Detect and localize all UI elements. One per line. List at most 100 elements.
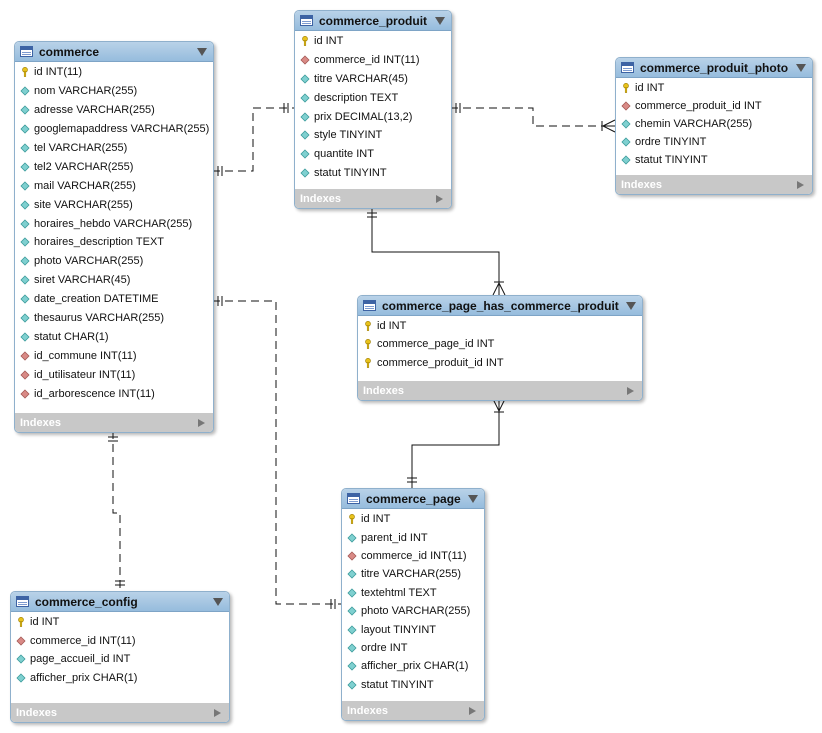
- column-diamond-icon: [347, 680, 357, 690]
- table-column[interactable]: photo VARCHAR(255): [15, 252, 213, 271]
- table-column[interactable]: statut TINYINT: [342, 676, 484, 694]
- table-header[interactable]: commerce_produit_photo: [616, 58, 812, 78]
- table-column[interactable]: statut TINYINT: [295, 164, 451, 183]
- table-column[interactable]: id INT: [616, 79, 812, 97]
- table-column[interactable]: id INT: [11, 613, 229, 632]
- table-column[interactable]: titre VARCHAR(45): [295, 70, 451, 89]
- table-column[interactable]: layout TINYINT: [342, 620, 484, 638]
- table-column[interactable]: nom VARCHAR(255): [15, 82, 213, 101]
- table-column[interactable]: site VARCHAR(255): [15, 195, 213, 214]
- primary-key-icon: [22, 67, 28, 78]
- column-label: description TEXT: [314, 91, 399, 104]
- table-column[interactable]: page_accueil_id INT: [11, 650, 229, 669]
- cardinality-one-marker: [455, 103, 461, 113]
- indexes-footer[interactable]: Indexes: [11, 703, 229, 722]
- collapse-arrow-icon[interactable]: [197, 47, 207, 56]
- expand-arrow-icon[interactable]: [469, 706, 476, 715]
- table-column[interactable]: prix DECIMAL(13,2): [295, 107, 451, 126]
- column-label: page_accueil_id INT: [30, 653, 131, 666]
- table-commerce[interactable]: commerce id INT(11)nom VARCHAR(255)adress…: [14, 41, 214, 433]
- table-column[interactable]: id INT(11): [15, 63, 213, 82]
- indexes-footer[interactable]: Indexes: [342, 701, 484, 720]
- expand-arrow-icon[interactable]: [436, 194, 443, 203]
- table-icon: [20, 46, 33, 57]
- table-column[interactable]: commerce_produit_id INT: [616, 97, 812, 115]
- table-column[interactable]: horaires_description TEXT: [15, 233, 213, 252]
- table-column[interactable]: commerce_page_id INT: [358, 335, 642, 353]
- column-label: parent_id INT: [361, 531, 428, 544]
- relationship-line: [450, 107, 615, 127]
- table-column[interactable]: tel VARCHAR(255): [15, 139, 213, 158]
- table-column[interactable]: description TEXT: [295, 88, 451, 107]
- indexes-label: Indexes: [300, 192, 341, 205]
- table-column[interactable]: titre VARCHAR(255): [342, 565, 484, 583]
- table-column[interactable]: parent_id INT: [342, 528, 484, 546]
- table-title: commerce: [39, 44, 100, 59]
- table-header[interactable]: commerce_config: [11, 592, 229, 612]
- table-column[interactable]: chemin VARCHAR(255): [616, 115, 812, 133]
- table-column[interactable]: id_arborescence INT(11): [15, 384, 213, 403]
- relationship-commerce-to-commerce-config[interactable]: [108, 431, 125, 591]
- table-column[interactable]: quantite INT: [295, 145, 451, 164]
- column-label: id_commune INT(11): [34, 349, 137, 362]
- foreign-key-diamond-icon: [347, 551, 357, 561]
- collapse-arrow-icon[interactable]: [468, 494, 478, 503]
- indexes-footer[interactable]: Indexes: [295, 189, 451, 208]
- table-column[interactable]: statut TINYINT: [616, 151, 812, 169]
- table-column[interactable]: textehtml TEXT: [342, 584, 484, 602]
- relationship-commerce-page-to-commerce-page-has-commerce-produit[interactable]: [407, 398, 506, 488]
- table-column[interactable]: afficher_prix CHAR(1): [11, 669, 229, 688]
- table-column[interactable]: afficher_prix CHAR(1): [342, 657, 484, 675]
- indexes-label: Indexes: [347, 704, 388, 717]
- table-column[interactable]: ordre INT: [342, 639, 484, 657]
- table-column[interactable]: id_commune INT(11): [15, 346, 213, 365]
- expand-arrow-icon[interactable]: [214, 708, 221, 717]
- collapse-arrow-icon[interactable]: [626, 301, 636, 310]
- table-column[interactable]: googlemapaddress VARCHAR(255): [15, 120, 213, 139]
- table-header[interactable]: commerce_page_has_commerce_produit: [358, 296, 642, 316]
- indexes-footer[interactable]: Indexes: [358, 381, 642, 400]
- collapse-arrow-icon[interactable]: [796, 63, 806, 72]
- table-column[interactable]: adresse VARCHAR(255): [15, 101, 213, 120]
- table-column[interactable]: id INT: [295, 32, 451, 51]
- table-column[interactable]: id INT: [342, 510, 484, 528]
- table-column[interactable]: style TINYINT: [295, 126, 451, 145]
- collapse-arrow-icon[interactable]: [435, 16, 445, 25]
- table-column[interactable]: siret VARCHAR(45): [15, 271, 213, 290]
- table-column[interactable]: tel2 VARCHAR(255): [15, 157, 213, 176]
- table-column[interactable]: statut CHAR(1): [15, 327, 213, 346]
- table-column[interactable]: commerce_id INT(11): [342, 547, 484, 565]
- table-header[interactable]: commerce: [15, 42, 213, 62]
- column-label: date_creation DATETIME: [34, 293, 159, 306]
- table-column[interactable]: commerce_id INT(11): [11, 632, 229, 651]
- expand-arrow-icon[interactable]: [627, 386, 634, 395]
- table-header[interactable]: commerce_page: [342, 489, 484, 509]
- table-column[interactable]: id_utilisateur INT(11): [15, 365, 213, 384]
- relationship-line: [212, 107, 294, 172]
- indexes-footer[interactable]: Indexes: [15, 413, 213, 432]
- table-column[interactable]: id INT: [358, 317, 642, 335]
- relationship-commerce-to-commerce-page[interactable]: [212, 296, 341, 609]
- table-column[interactable]: commerce_id INT(11): [295, 51, 451, 70]
- table-column[interactable]: date_creation DATETIME: [15, 290, 213, 309]
- expand-arrow-icon[interactable]: [198, 418, 205, 427]
- table-header[interactable]: commerce_produit: [295, 11, 451, 31]
- table-column[interactable]: commerce_produit_id INT: [358, 354, 642, 372]
- relationship-commerce-produit-to-commerce-produit-photo[interactable]: [450, 103, 616, 133]
- table-column[interactable]: horaires_hebdo VARCHAR(255): [15, 214, 213, 233]
- collapse-arrow-icon[interactable]: [213, 597, 223, 606]
- table-column[interactable]: thesaurus VARCHAR(255): [15, 309, 213, 328]
- relationship-commerce-to-commerce-produit[interactable]: [212, 103, 294, 176]
- table-column[interactable]: photo VARCHAR(255): [342, 602, 484, 620]
- table-column[interactable]: ordre TINYINT: [616, 133, 812, 151]
- relationship-commerce-produit-to-commerce-page-has-commerce-produit[interactable]: [367, 207, 506, 296]
- table-column[interactable]: mail VARCHAR(255): [15, 176, 213, 195]
- foreign-key-diamond-icon: [20, 389, 30, 399]
- expand-arrow-icon[interactable]: [797, 180, 804, 189]
- indexes-footer[interactable]: Indexes: [616, 175, 812, 194]
